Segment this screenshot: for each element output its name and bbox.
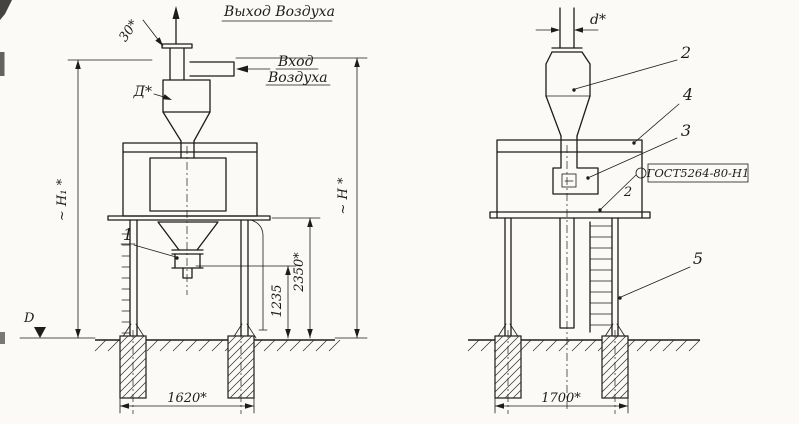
ladder [589,221,613,333]
frame-box-left [122,142,258,217]
frame-box-right [489,139,651,219]
datum-triangle [34,327,46,338]
part-1-label: 1 [123,225,133,244]
dim-30-label: 30* [116,17,142,45]
dim-h1-label: ~ H₁ * [55,178,70,221]
air-inlet-label-1: Вход [277,54,314,70]
support-legs-left [121,219,257,339]
dim-1620-label: 1620* [167,391,207,406]
foundation-piles-right [494,330,629,414]
cyclone-right [545,51,591,169]
dim-h: ~ H * [235,57,368,339]
dim-1235-label: 1235 [270,284,285,317]
datum-label: D [23,311,35,326]
datum-mark: D [23,311,46,338]
dim-h-label: ~ H * [336,177,351,214]
air-outlet: Выход Воздуха [172,4,335,45]
dim-1700: 1700* [494,391,629,414]
dim-1620: 1620* [119,391,255,414]
left-view: Выход Воздуха 30* Вход Воздуха Д* [19,4,368,414]
foundation-piles-left [119,330,255,414]
weld-circle [635,167,647,179]
air-outlet-arrow [172,6,180,19]
top-pipe: d* [535,7,606,53]
weld-spec-label: ГОСТ5264-80-Н1 [646,166,750,180]
outlet-pipe [161,43,193,81]
dim-2350: 2350* [271,217,368,339]
air-inlet-label-2: Воздуха [267,70,328,86]
dim-30: 30* [116,17,164,47]
dim-1700-label: 1700* [541,391,581,406]
part-1-callout: 1 [120,225,179,260]
air-inlet: Вход Воздуха [189,54,331,86]
dim-2350-label: 2350* [292,252,307,293]
part-5-callout: 5 [618,249,703,300]
part-3-label: 3 [681,121,691,140]
air-outlet-label: Выход Воздуха [223,4,335,20]
part-4-callout: 4 [632,85,693,145]
air-inlet-arrow [236,65,248,73]
hopper [157,146,219,295]
scan-artifacts [0,0,12,344]
dim-diameter-label: Д* [133,84,152,100]
right-view: d* [467,7,750,414]
dim-1235: 1235 [195,265,297,339]
dim-h1: ~ H₁ * [19,59,153,339]
valve-box [552,167,599,195]
cyclone-left [162,79,211,159]
part-2-label: 2 [680,43,691,62]
support-legs-right [496,145,627,412]
part-4-label: 4 [682,85,693,104]
part-2-callout: 2 [572,43,691,92]
drain-pipe [250,219,268,331]
dim-diameter: Д* [133,84,172,100]
part-3-callout: 3 [586,121,691,180]
weld-callout-box [647,163,749,183]
dim-d-label: d* [590,12,606,28]
part-5-label: 5 [693,249,703,268]
weld-callout: ГОСТ5264-80-Н1 2 [598,163,750,212]
weld-num-label: 2 [623,185,632,200]
base-plate-left [107,215,271,221]
